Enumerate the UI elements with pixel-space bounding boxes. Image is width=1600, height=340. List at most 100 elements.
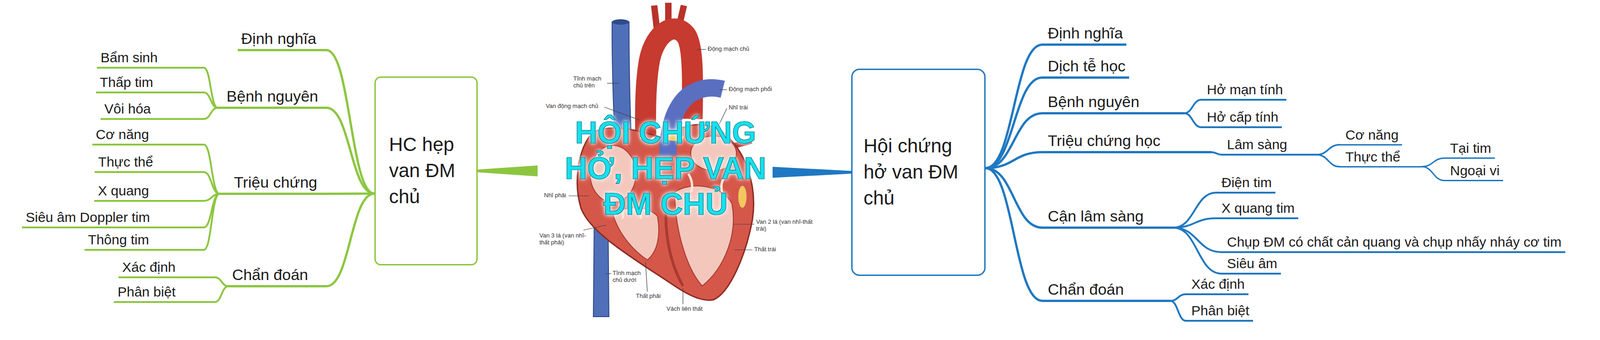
part-label: Nhĩ trái: [728, 104, 748, 112]
branch-topic: Xác định: [1185, 275, 1249, 295]
branch-topic: Thấp tim: [96, 74, 204, 94]
topic-text: Thông tim: [88, 231, 150, 248]
topic-text: Phân biệt: [117, 283, 176, 300]
branch-topic: Siêu âm Doppler tim: [21, 208, 204, 229]
topic-text: Định nghĩa: [241, 29, 317, 48]
part-label: Thất phải: [635, 292, 661, 300]
branch-line: [1316, 154, 1340, 167]
branch-line: [985, 167, 1043, 228]
branch-line: [1184, 99, 1202, 114]
topic-text: HC hẹp van ĐM chủ: [389, 131, 467, 210]
leader-line: [607, 82, 619, 84]
topic-text: Lâm sàng: [1226, 136, 1288, 153]
topic-text: Bẩm sinh: [100, 49, 158, 66]
branch-topic: Siêu âm: [1221, 255, 1281, 275]
topic-text: Thực thể: [98, 153, 154, 171]
branch-line: [326, 50, 375, 194]
part-label: Tĩnh mạch chủ dưới: [612, 269, 646, 284]
branch-topic: Bệnh nguyên: [1042, 92, 1184, 115]
part-label: Van 2 lá (van nhĩ-thất trái): [756, 218, 816, 233]
topic-text: Dịch tễ học: [1047, 56, 1126, 76]
branch-topic: X quang: [94, 182, 204, 202]
leader-line: [682, 288, 683, 304]
branch-topic: Cận lâm sàng: [1042, 206, 1174, 229]
branch-line: [1173, 218, 1216, 228]
branch-topic: Cơ năng: [1339, 126, 1403, 146]
branch-line: [203, 171, 220, 194]
branch-line: [214, 286, 229, 303]
topic-text: Bệnh nguyên: [226, 86, 319, 106]
leader-line: [734, 249, 753, 250]
branch-line: [1170, 293, 1186, 301]
vena-cava-opening: [612, 19, 630, 25]
branch-topic: Ngoại vi: [1444, 162, 1504, 182]
branch-line: [326, 192, 375, 195]
topic-text: Siêu âm: [1226, 255, 1278, 272]
topic-text: Xác định: [1191, 275, 1245, 293]
topic-text: Cơ năng: [1345, 126, 1399, 144]
branch-line: [203, 144, 220, 194]
topic-text: Chẩn đoán: [1047, 279, 1124, 299]
branch-line: [214, 277, 229, 287]
topic-text: Cơ năng: [96, 126, 150, 143]
topic-text: Triệu chứng: [234, 172, 318, 192]
branch-topic: Chẩn đoán: [1042, 279, 1171, 302]
branch-line: [203, 67, 218, 108]
topic-text: Chẩn đoán: [232, 265, 309, 284]
part-label: Động mạch chủ: [707, 45, 750, 53]
branch-topic: Triệu chứng học: [1042, 131, 1212, 154]
leader-line: [605, 272, 612, 274]
topic-text: Định nghĩa: [1047, 23, 1123, 43]
branch-topic: X quang tim: [1216, 199, 1299, 219]
topic-text: Vôi hóa: [104, 100, 151, 118]
topic-text: Chụp ĐM có chất cản quang và chụp nhấy n…: [1226, 233, 1562, 251]
branch-line: [1316, 144, 1340, 155]
topic-text: Ngoại vi: [1450, 162, 1500, 179]
topic-text: Thấp tim: [99, 74, 154, 91]
branch-topic: Hở cấp tính: [1201, 108, 1282, 128]
branch-line: [985, 167, 1043, 301]
branch-line: [203, 107, 218, 120]
topic-text: Cận lâm sàng: [1047, 206, 1144, 226]
part-label: Vách liên thất: [666, 305, 703, 313]
fat-patch: [738, 185, 747, 208]
part-label: Tĩnh mạch chủ trên: [573, 75, 607, 90]
branch-line: [326, 193, 375, 286]
branch-line: [203, 193, 220, 251]
branch-topic: Dịch tễ học: [1042, 56, 1130, 79]
leader-line: [583, 224, 607, 230]
topic-text: Hở cấp tính: [1206, 108, 1279, 126]
topic-text: Phân biệt: [1191, 302, 1250, 319]
branch-line: [1170, 300, 1186, 321]
branch-line: [985, 77, 1043, 169]
branch-line: [1421, 158, 1445, 167]
main-branch-wedge: [477, 165, 538, 177]
branch-topic: Vôi hóa: [100, 100, 204, 120]
topic-text: Xác định: [122, 258, 176, 276]
leader-line: [696, 48, 706, 50]
leader-line: [733, 223, 755, 224]
branch-line: [326, 107, 375, 194]
branch-topic: Bệnh nguyên: [217, 86, 327, 109]
topic-text: HỘI CHỨNG HỞ, HẸP VAN ĐM CHỦ: [558, 114, 774, 222]
part-label: Động mạch phổi: [728, 85, 773, 93]
branch-topic: Thông tim: [84, 231, 204, 251]
branch-line: [1173, 192, 1216, 228]
main-branch-wedge: [772, 166, 852, 178]
topic-text: Triệu chứng học: [1047, 131, 1161, 150]
part-label: Thất trái: [754, 245, 777, 253]
leader-line: [719, 89, 727, 90]
branch-topic: Phân biệt: [1185, 302, 1254, 322]
branch-line: [1421, 166, 1445, 181]
topic-text: X quang tim: [1221, 199, 1295, 217]
branch-topic: Định nghĩa: [237, 29, 327, 52]
topic-text: Bệnh nguyên: [1047, 92, 1140, 112]
leader-line: [568, 195, 589, 196]
branch-line: [985, 44, 1043, 169]
topic-text: Hở mạn tính: [1206, 81, 1283, 98]
branch-topic: Bẩm sinh: [96, 49, 204, 69]
branch-topic: Xác định: [118, 258, 215, 278]
main-topic-box: Hội chứng hở van ĐM chủ: [851, 68, 986, 276]
